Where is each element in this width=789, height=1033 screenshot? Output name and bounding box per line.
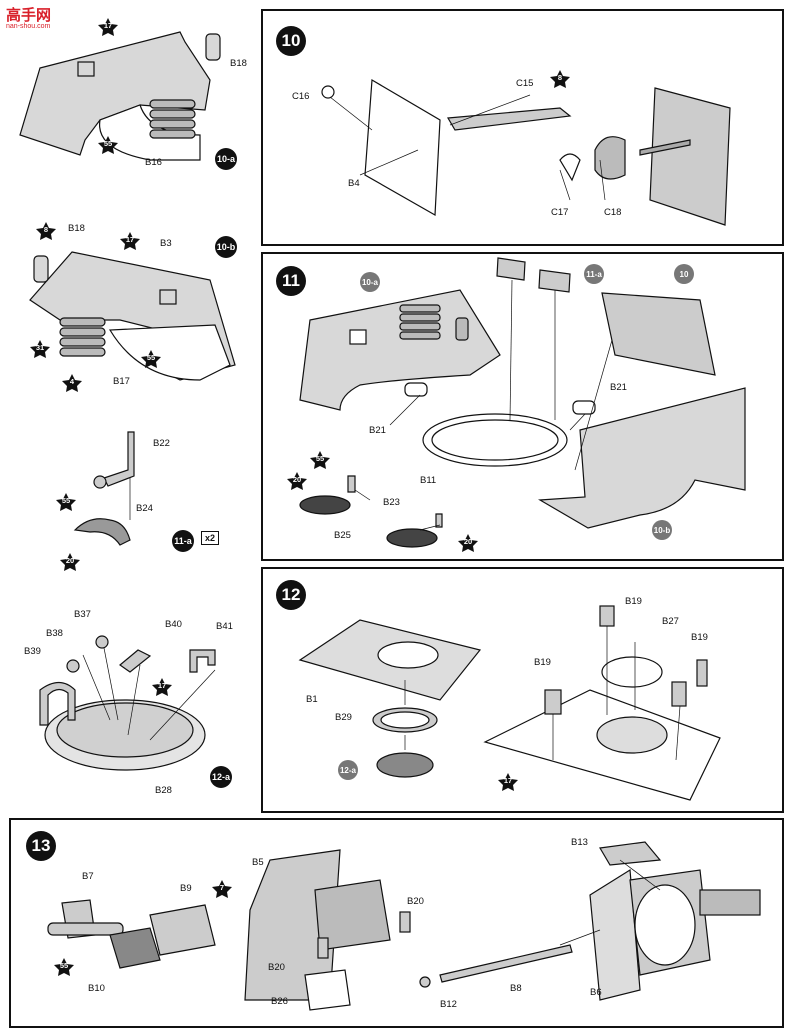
- label-10b-b18: B18: [68, 223, 85, 234]
- label-step13-b20b: B20: [268, 962, 285, 973]
- label-step11-b25: B25: [334, 530, 351, 541]
- badge-step11-11a: 11-a: [584, 264, 604, 284]
- label-step10-c17: C17: [551, 207, 569, 218]
- sub-badge-12a: 12-a: [210, 766, 232, 788]
- label-step13-b6: B6: [590, 987, 602, 998]
- star-callout-10b-55: 55: [141, 350, 161, 368]
- star-callout-step13-7: 7: [212, 880, 232, 898]
- label-12a-b28: B28: [155, 785, 172, 796]
- sub-badge-10a: 10-a: [215, 148, 237, 170]
- label-10a-b16: B16: [145, 157, 162, 168]
- step12-number: 12: [276, 580, 306, 610]
- label-step12-b19c: B19: [534, 657, 551, 668]
- star-callout-11a-20: 20: [60, 553, 80, 571]
- label-step13-b26: B26: [271, 996, 288, 1007]
- label-step13-b12: B12: [440, 999, 457, 1010]
- label-10b-b3: B3: [160, 238, 172, 249]
- label-step10-c15: C15: [516, 78, 534, 89]
- watermark-url: nan-shou.com: [6, 23, 51, 30]
- label-step13-b13: B13: [571, 837, 588, 848]
- label-12a-b37: B37: [74, 609, 91, 620]
- badge-step12-12a: 12-a: [338, 760, 358, 780]
- star-callout-10a-17: 17: [98, 18, 118, 36]
- label-step11-b11: B11: [420, 475, 437, 486]
- label-10a-b18: B18: [230, 58, 247, 69]
- label-step11-b23: B23: [383, 497, 400, 508]
- label-step11-b21a: B21: [369, 425, 386, 436]
- label-step12-b27: B27: [662, 616, 679, 627]
- label-step13-b10: B10: [88, 983, 105, 994]
- label-step13-b8: B8: [510, 983, 522, 994]
- multiplier-x2: x2: [201, 531, 220, 545]
- label-step11-b21b: B21: [610, 382, 627, 393]
- badge-step11-10a: 10-a: [360, 272, 380, 292]
- star-callout-step10-8: 8: [550, 70, 570, 88]
- label-step10-c16: C16: [292, 91, 310, 102]
- badge-step11-10: 10: [674, 264, 694, 284]
- star-callout-10b-4: 4: [62, 374, 82, 392]
- label-12a-b39: B39: [24, 646, 41, 657]
- label-step13-b7: B7: [82, 871, 94, 882]
- star-callout-step11-20b: 20: [458, 534, 478, 552]
- star-callout-10b-17: 17: [120, 232, 140, 250]
- star-callout-10a-55: 55: [98, 136, 118, 154]
- label-step13-b20a: B20: [407, 896, 424, 907]
- label-11a-b24: B24: [136, 503, 153, 514]
- label-11a-b22: B22: [153, 438, 170, 449]
- label-step13-b9: B9: [180, 883, 192, 894]
- sub-badge-11a: 11-a: [172, 530, 194, 552]
- label-step12-b29: B29: [335, 712, 352, 723]
- star-callout-step12-17: 17: [498, 773, 518, 791]
- star-callout-step11-20a: 20: [287, 472, 307, 490]
- step10-number: 10: [276, 26, 306, 56]
- label-step10-b4: B4: [348, 178, 360, 189]
- star-callout-10b-8: 8: [36, 222, 56, 240]
- label-step13-b5: B5: [252, 857, 264, 868]
- star-callout-step11-55: 55: [310, 451, 330, 469]
- star-callout-12a-17: 17: [152, 678, 172, 696]
- label-10b-b17: B17: [113, 376, 130, 387]
- label-step12-b19b: B19: [691, 632, 708, 643]
- label-12a-b41: B41: [216, 621, 233, 632]
- star-callout-step13-55: 55: [54, 958, 74, 976]
- label-12a-b38: B38: [46, 628, 63, 639]
- label-step12-b19a: B19: [625, 596, 642, 607]
- step13-number: 13: [26, 831, 56, 861]
- sub-badge-10b: 10-b: [215, 236, 237, 258]
- label-12a-b40: B40: [165, 619, 182, 630]
- watermark-title: 高手网: [6, 7, 52, 24]
- label-step10-c18: C18: [604, 207, 622, 218]
- star-callout-11a-55: 55: [56, 493, 76, 511]
- step11-number: 11: [276, 266, 306, 296]
- badge-step11-10b: 10-b: [652, 520, 672, 540]
- star-callout-10b-31: 31: [30, 340, 50, 358]
- label-step12-b1: B1: [306, 694, 318, 705]
